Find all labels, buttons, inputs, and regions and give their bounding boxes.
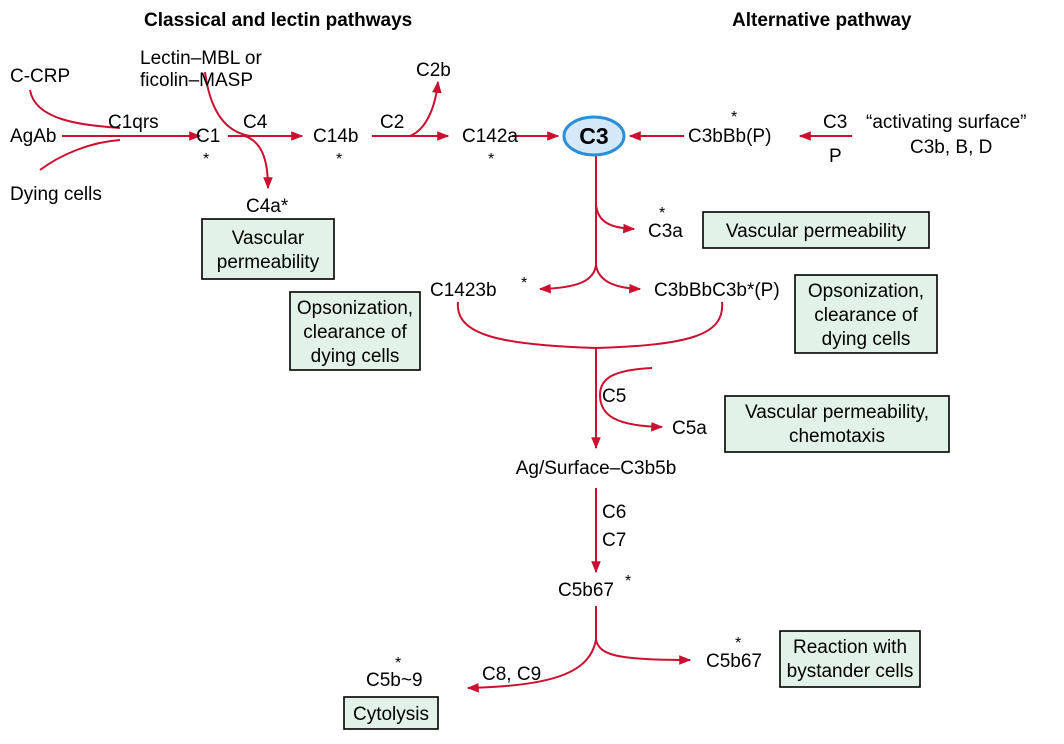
asterisk-c3bbb: * (731, 109, 737, 126)
box-text-line: dying cells (311, 346, 400, 367)
box-vascular-permeability-chemotaxis: Vascular permeability, chemotaxis (724, 395, 950, 453)
label-c4a: C4a* (246, 196, 289, 217)
label-lectin-line2: ficolin–MASP (140, 70, 253, 91)
reaction-arrows (29, 71, 852, 693)
box-text-line: Vascular (232, 228, 305, 249)
label-c7: C7 (602, 530, 626, 551)
label-c-crp: C-CRP (10, 66, 70, 87)
arrow-c2b (409, 80, 442, 137)
label-c2: C2 (380, 112, 404, 133)
label-c5b67: C5b67 (558, 580, 614, 601)
box-text-line: Reaction with (793, 637, 907, 658)
label-c14b: C14b (313, 126, 358, 147)
label-c5b67-side: C5b67 (706, 651, 762, 672)
label-c142a: C142a (462, 126, 518, 147)
box-text-line: Vascular permeability (726, 221, 907, 242)
label-lectin-line1: Lectin–MBL or (140, 48, 262, 69)
label-c1: C1 (196, 126, 220, 147)
box-cytolysis: Cytolysis (343, 696, 439, 730)
label-c3: C3 (579, 123, 608, 149)
asterisk-c5b9: * (395, 655, 401, 672)
label-c8c9: C8, C9 (482, 664, 541, 685)
box-opsonization-right: Opsonization, clearance of dying cells (794, 274, 938, 354)
box-text-line: permeability (217, 252, 320, 273)
label-c3bbb: C3bBb(P) (688, 126, 771, 147)
merge-left (456, 301, 597, 349)
box-text-line: Opsonization, (297, 298, 413, 319)
asterisk-c1: * (203, 151, 209, 168)
merge-right (595, 301, 724, 349)
box-text-line: Cytolysis (353, 704, 429, 725)
label-c4: C4 (243, 112, 268, 133)
label-dying-cells: Dying cells (10, 184, 102, 205)
arrow-c5a (598, 367, 664, 432)
box-reaction-bystander: Reaction with bystander cells (779, 630, 921, 688)
arrow-c3bbbc3b (595, 264, 642, 294)
arrow-c4a (244, 135, 273, 190)
box-text-line: clearance of (814, 305, 918, 326)
box-vascular-permeability-c4a: Vascular permeability (201, 218, 335, 280)
label-ag-surface: Ag/Surface–C3b5b (516, 458, 677, 479)
arrow-c1423b (538, 264, 597, 294)
arrow-c3a (595, 204, 636, 234)
header-alternative: Alternative pathway (732, 10, 912, 31)
c3-node: C3 (562, 115, 626, 157)
box-text-line: bystander cells (787, 661, 914, 682)
box-text-line: chemotaxis (789, 426, 885, 447)
box-text-line: Vascular permeability, (745, 402, 929, 423)
label-c1qrs: C1qrs (108, 112, 159, 133)
label-alt-p: P (829, 146, 842, 167)
asterisk-c142a: * (488, 151, 494, 168)
arrow-c-crp (29, 89, 121, 129)
arrow-lectin (204, 71, 251, 137)
label-c2b: C2b (416, 60, 451, 81)
box-text-line: clearance of (303, 322, 407, 343)
asterisk-c5b67-side: * (735, 635, 741, 652)
label-alt-c3: C3 (823, 112, 847, 133)
box-text-line: Opsonization, (808, 281, 924, 302)
label-c5b9: C5b~9 (366, 670, 423, 691)
asterisk-c1423b: * (521, 275, 527, 292)
label-activating-line2: C3b, B, D (910, 137, 992, 158)
label-c5: C5 (602, 386, 626, 407)
asterisk-c14b: * (336, 151, 342, 168)
label-activating-line1: “activating surface” (866, 112, 1027, 133)
arrow-dying-cells (39, 139, 121, 171)
label-c6: C6 (602, 502, 626, 523)
header-classical-lectin: Classical and lectin pathways (144, 10, 412, 31)
box-vascular-permeability-c3a: Vascular permeability (702, 211, 930, 249)
label-agab: AgAb (10, 126, 56, 147)
label-c5a: C5a (672, 418, 707, 439)
arrow-c5b67-side (595, 639, 692, 665)
asterisk-c3a: * (659, 205, 665, 222)
asterisk-c5b67: * (625, 573, 631, 590)
box-text-line: dying cells (822, 329, 911, 350)
label-c3a: C3a (648, 221, 683, 242)
box-opsonization-left: Opsonization, clearance of dying cells (289, 291, 421, 371)
label-c3bbbc3b: C3bBbC3b*(P) (654, 280, 780, 301)
label-c1423b: C1423b (430, 280, 497, 301)
arrow-c5b9 (466, 639, 597, 693)
